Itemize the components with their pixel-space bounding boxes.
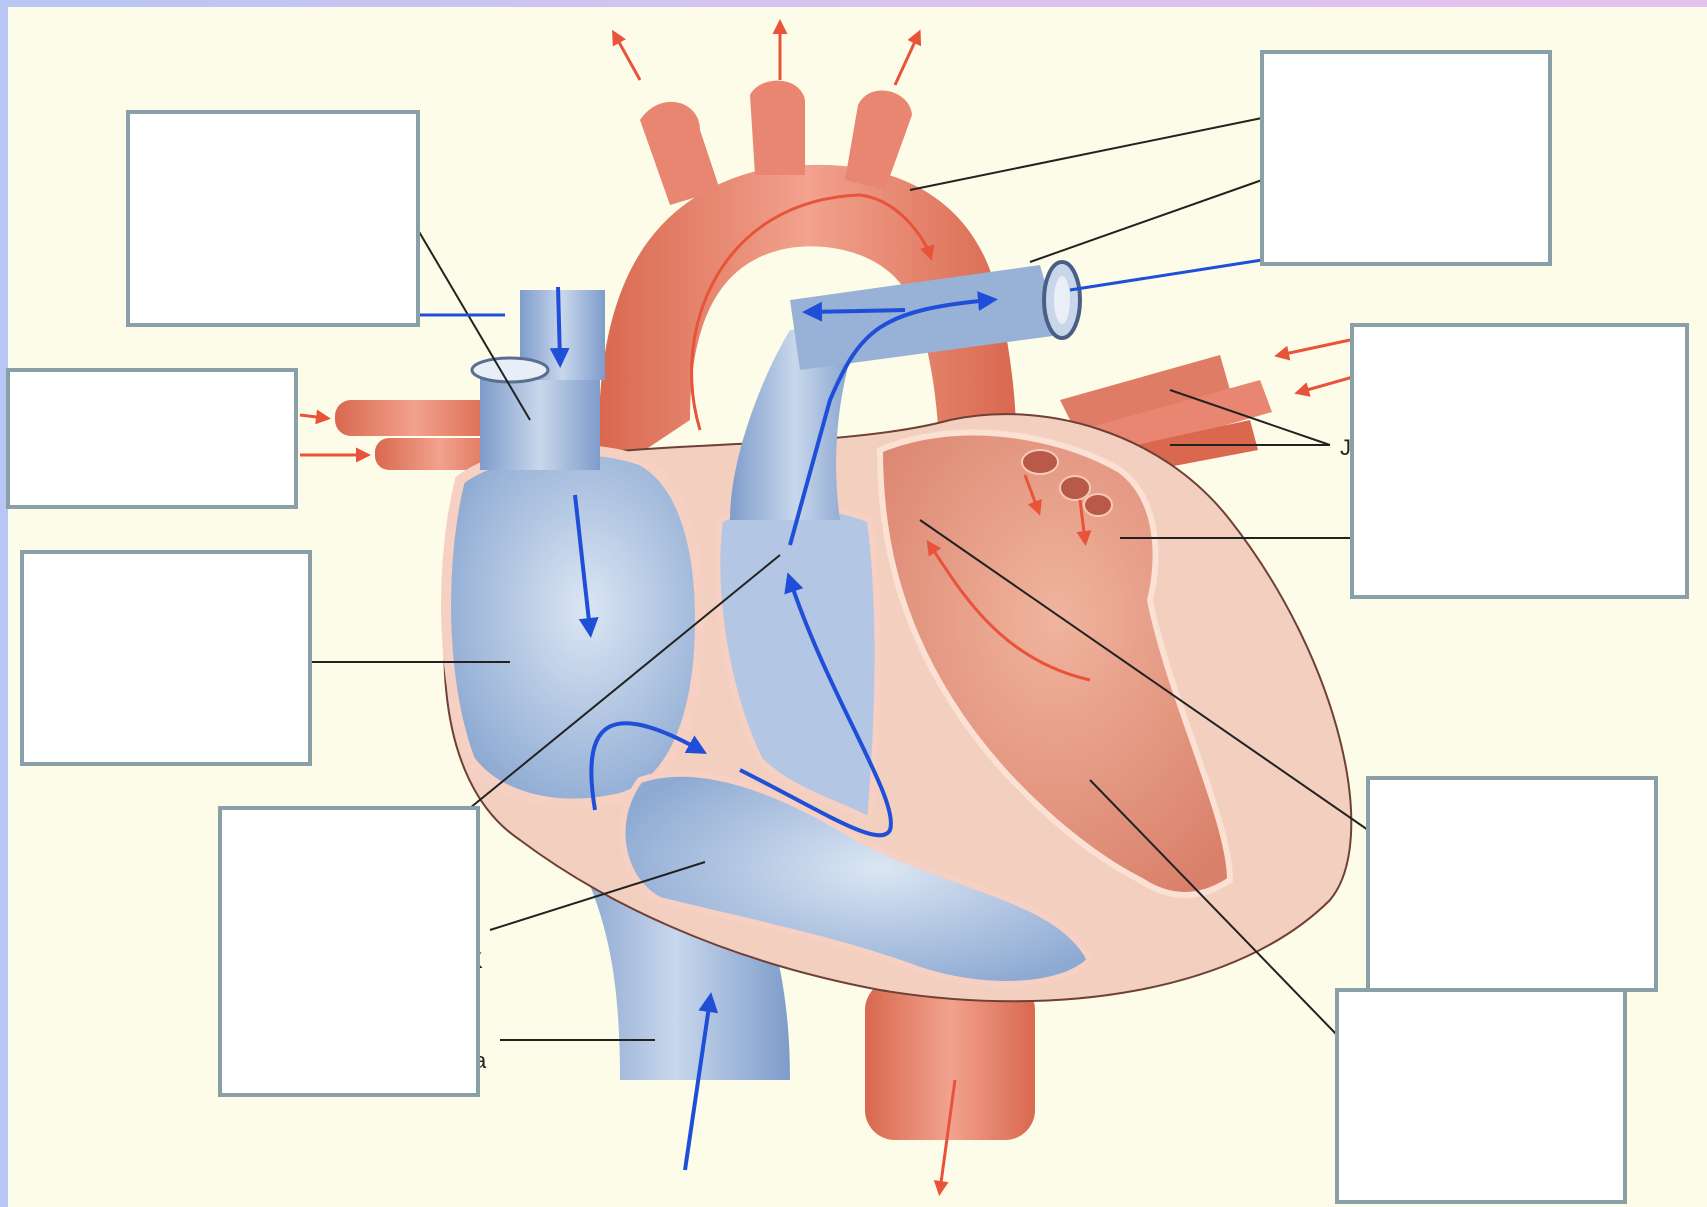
label-box-right-lower[interactable] [1368,778,1656,990]
label-box-bottom-right[interactable] [1337,990,1625,1202]
label-box-top-right[interactable] [1262,52,1550,264]
label-box-left-middle[interactable] [22,552,310,764]
right-pulmonary-vein-upper [335,400,495,436]
stray-letter-j: J [1340,435,1351,460]
label-box-left-upper[interactable] [8,370,296,507]
pulmonary-artery-lumen [1054,276,1070,324]
label-box-right-upper[interactable] [1352,325,1687,597]
label-box-top-left[interactable] [128,112,418,325]
superior-vena-cava-opening [472,358,548,382]
right-atrium [446,450,700,804]
label-box-left-lower[interactable] [220,808,478,1095]
superior-vena-cava [480,370,600,470]
